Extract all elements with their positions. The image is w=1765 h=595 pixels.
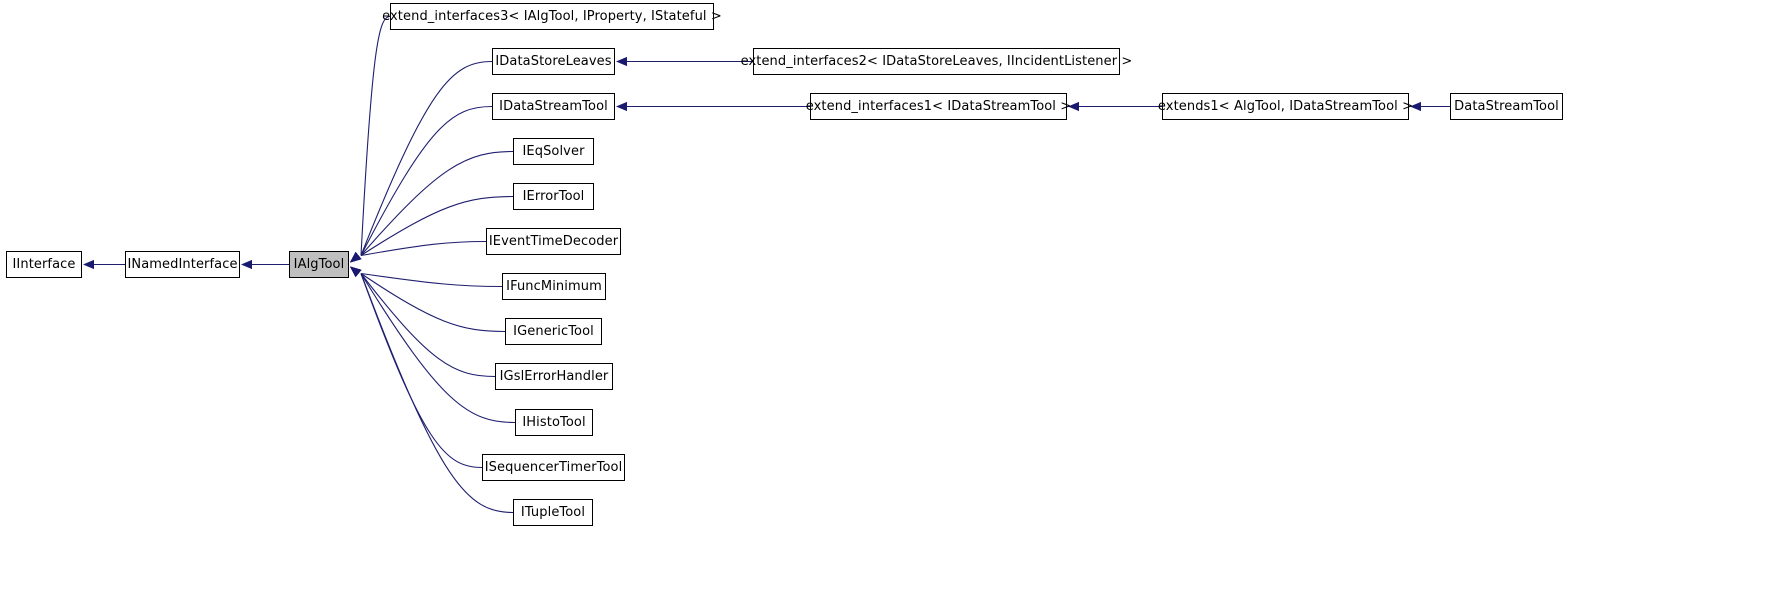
node-label: INamedInterface	[127, 257, 238, 272]
node-igenerictool[interactable]: IGenericTool	[505, 318, 602, 345]
node-label: extend_interfaces3< IAlgTool, IProperty,…	[382, 9, 722, 24]
node-ierrortool[interactable]: IErrorTool	[513, 183, 594, 210]
node-label: IEqSolver	[522, 144, 585, 159]
node-extend_interfaces3[interactable]: extend_interfaces3< IAlgTool, IProperty,…	[382, 3, 722, 30]
node-idatastreamtool[interactable]: IDataStreamTool	[492, 93, 615, 120]
edge-ialgtool-to-ihistotool	[360, 273, 516, 424]
node-label: extend_interfaces2< IDataStoreLeaves, II…	[740, 54, 1133, 69]
node-extend_interfaces1[interactable]: extend_interfaces1< IDataStreamTool >	[806, 93, 1071, 120]
node-label: IFuncMinimum	[506, 279, 602, 294]
node-label: IEventTimeDecoder	[488, 234, 619, 249]
node-isequencertimertool[interactable]: ISequencerTimerTool	[482, 454, 625, 481]
node-label: ISequencerTimerTool	[484, 460, 623, 475]
node-label: IInterface	[12, 257, 76, 272]
edge-ialgtool-to-ieventtimedecoder	[360, 240, 487, 257]
node-extend_interfaces2[interactable]: extend_interfaces2< IDataStoreLeaves, II…	[741, 48, 1132, 75]
node-ieventtimedecoder[interactable]: IEventTimeDecoder	[486, 228, 621, 255]
node-label: IDataStreamTool	[499, 99, 608, 114]
arrowhead-iinterface-from-inamedinterface	[83, 259, 94, 270]
node-idatastoreleaves[interactable]: IDataStoreLeaves	[492, 48, 615, 75]
node-label: IAlgTool	[293, 257, 345, 272]
edge-ialgtool-to-idatastreamtool	[360, 105, 493, 256]
node-inamedinterface[interactable]: INamedInterface	[125, 251, 240, 278]
node-ieqsolver[interactable]: IEqSolver	[513, 138, 594, 165]
edge-ialgtool-to-ifuncminimum	[360, 272, 503, 288]
node-ifuncminimum[interactable]: IFuncMinimum	[502, 273, 606, 300]
node-label: extends1< AlgTool, IDataStreamTool >	[1157, 99, 1414, 114]
edge-ialgtool-to-igenerictool	[360, 273, 506, 333]
edge-ialgtool-to-idatastoreleaves	[360, 60, 493, 256]
node-iinterface[interactable]: IInterface	[6, 251, 82, 278]
node-label: IHistoTool	[522, 415, 586, 430]
node-label: IGenericTool	[513, 324, 594, 339]
node-ialgtool[interactable]: IAlgTool	[289, 251, 349, 278]
node-label: IErrorTool	[522, 189, 585, 204]
node-ituppletool[interactable]: ITupleTool	[513, 499, 593, 526]
node-igslerrorhandler[interactable]: IGslErrorHandler	[495, 363, 613, 390]
node-label: ITupleTool	[520, 505, 586, 520]
edge-ialgtool-to-isequencertimertool	[360, 273, 483, 469]
arrowhead-idatastreamtool-from-extend_interfaces1	[616, 101, 627, 112]
node-datastreamtool[interactable]: DataStreamTool	[1450, 93, 1563, 120]
node-label: IDataStoreLeaves	[495, 54, 612, 69]
edge-ialgtool-to-igslerrorhandler	[360, 273, 496, 378]
node-label: IGslErrorHandler	[499, 369, 609, 384]
node-extends1[interactable]: extends1< AlgTool, IDataStreamTool >	[1158, 93, 1413, 120]
node-label: DataStreamTool	[1454, 99, 1559, 114]
edge-ialgtool-to-extend_interfaces3	[360, 15, 391, 256]
node-label: extend_interfaces1< IDataStreamTool >	[805, 99, 1072, 114]
node-ihistotool[interactable]: IHistoTool	[515, 409, 593, 436]
